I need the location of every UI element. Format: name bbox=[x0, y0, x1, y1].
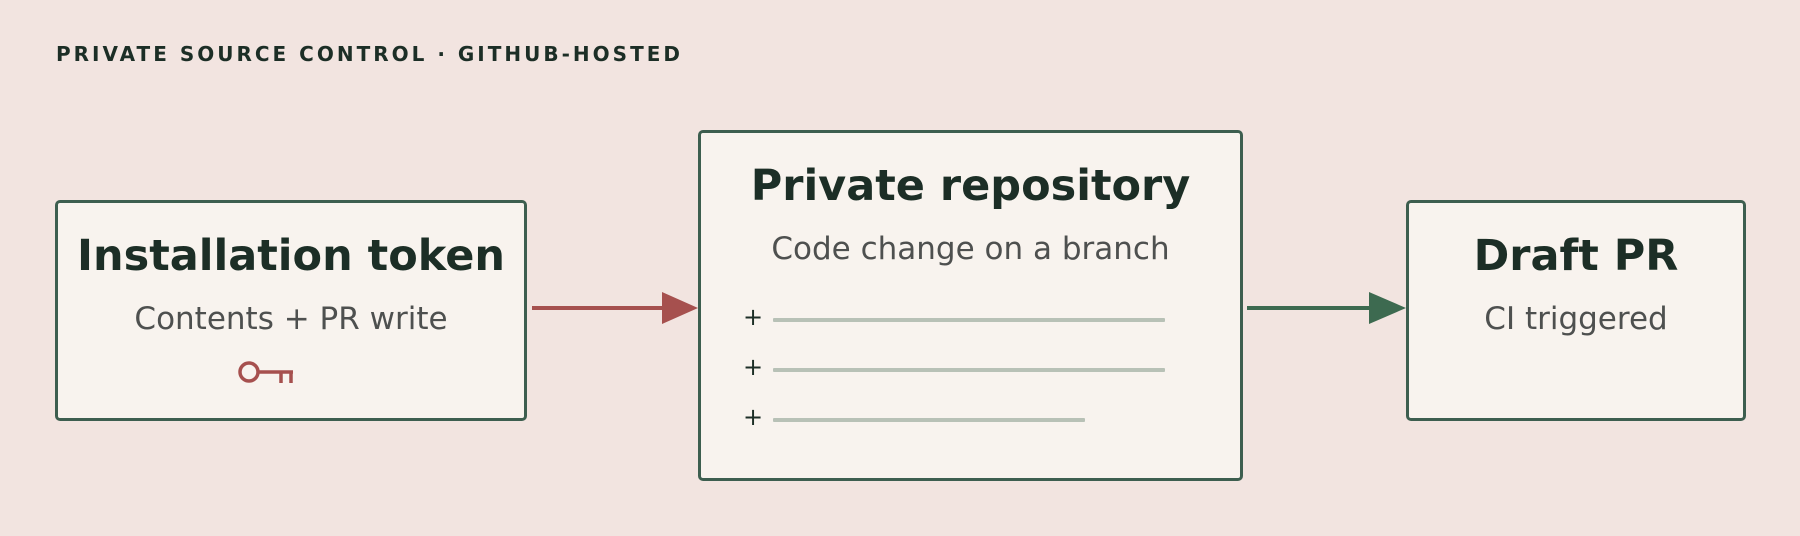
repo-subtitle: Code change on a branch bbox=[771, 231, 1170, 267]
token-to-repo-arrow bbox=[532, 292, 698, 324]
added-line bbox=[773, 318, 1165, 322]
private-repository-node: Private repository Code change on a bran… bbox=[698, 130, 1243, 481]
added-line bbox=[773, 368, 1165, 372]
token-title: Installation token bbox=[76, 231, 505, 281]
added-line bbox=[773, 418, 1085, 422]
repo-title: Private repository bbox=[750, 161, 1191, 211]
diagram-eyebrow: PRIVATE SOURCE CONTROL · GITHUB-HOSTED bbox=[56, 42, 683, 66]
diff-plus-marker: + bbox=[743, 303, 764, 331]
diff-plus-marker: + bbox=[743, 403, 764, 431]
pr-title: Draft PR bbox=[1473, 231, 1679, 281]
token-subtitle: Contents + PR write bbox=[134, 301, 448, 337]
diff-plus-marker: + bbox=[743, 353, 764, 381]
installation-token-node: Installation token Contents + PR write bbox=[55, 200, 527, 421]
pr-subtitle: CI triggered bbox=[1484, 301, 1668, 337]
repo-to-pr-arrow bbox=[1247, 292, 1406, 324]
key-icon bbox=[238, 361, 293, 383]
draft-pr-node: Draft PR CI triggered bbox=[1406, 200, 1746, 421]
